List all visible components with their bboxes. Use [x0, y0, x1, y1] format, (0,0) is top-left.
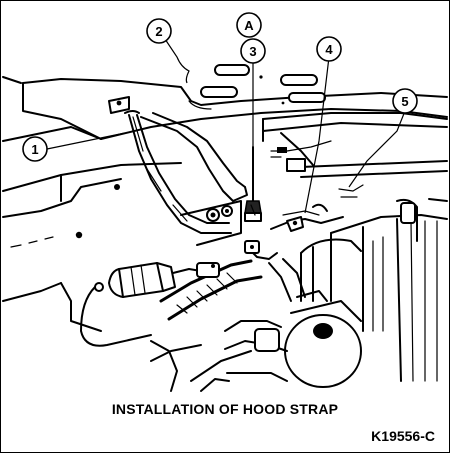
fender-structure — [2, 76, 182, 302]
engine-component — [300, 198, 448, 382]
callout-3: 3 — [240, 38, 266, 64]
radiator-support — [262, 112, 448, 178]
callout-2-label: 2 — [155, 24, 162, 39]
leader-lines — [46, 38, 406, 214]
callout-4-label: 4 — [325, 42, 333, 57]
callout-3-label: 3 — [249, 44, 256, 59]
callout-5: 5 — [392, 88, 418, 114]
callout-1: 1 — [22, 136, 48, 162]
bolt — [244, 146, 262, 222]
lower-left-components — [60, 282, 230, 392]
callout-4: 4 — [316, 36, 342, 62]
callout-2: 2 — [146, 18, 172, 44]
hood-panel — [22, 64, 448, 140]
reservoir-cap — [284, 290, 362, 388]
callout-A-label: A — [244, 18, 254, 33]
figure-code: K19556-C — [371, 428, 435, 444]
wire-clip — [270, 203, 344, 232]
callout-A: A — [236, 12, 262, 38]
callout-1-label: 1 — [31, 142, 38, 157]
cable-end — [338, 184, 364, 198]
figure-caption: INSTALLATION OF HOOD STRAP — [111, 401, 339, 417]
hood-hinge-arm — [140, 112, 248, 246]
hood-strap — [124, 110, 232, 234]
hoses-and-harness — [150, 240, 306, 382]
callout-5-label: 5 — [401, 94, 408, 109]
connector — [80, 262, 220, 347]
